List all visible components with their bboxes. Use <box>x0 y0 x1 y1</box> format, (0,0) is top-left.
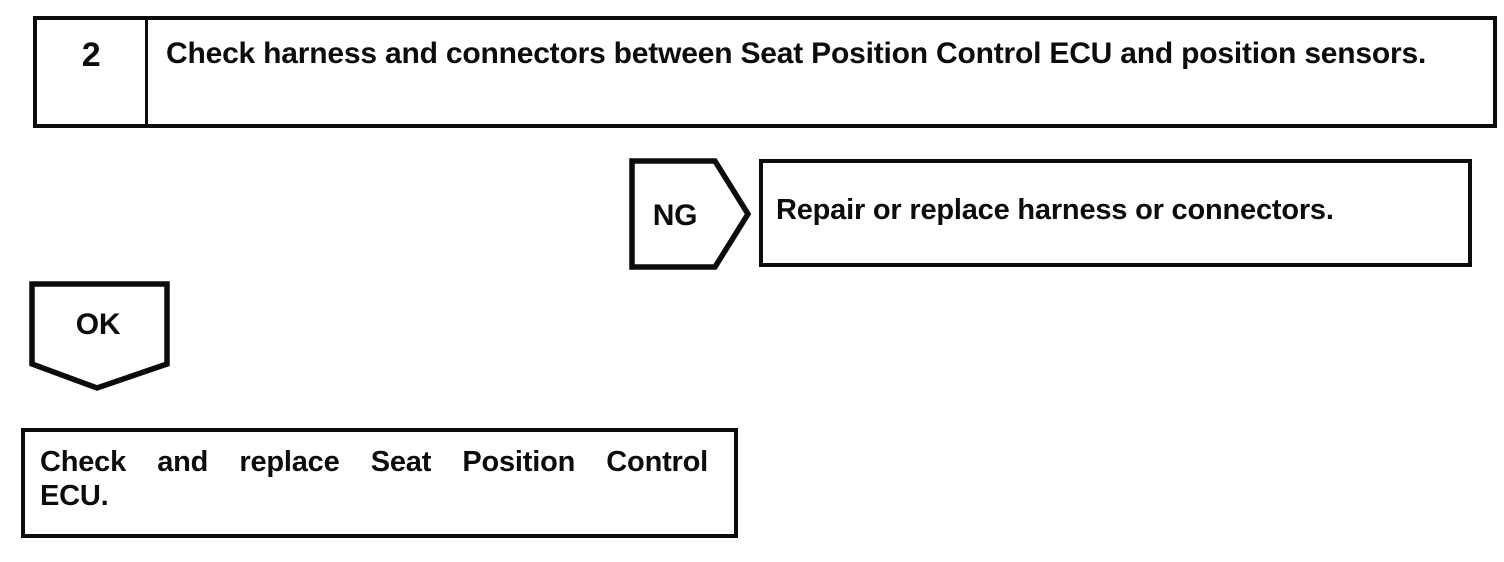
ok-label: OK <box>76 308 121 341</box>
step-box: 2 Check harness and connectors between S… <box>33 16 1497 128</box>
ok-action-box: Check and replace Seat Position Control … <box>21 428 738 538</box>
step-number: 2 <box>37 20 148 124</box>
ok-connector: OK <box>29 281 170 391</box>
ng-pentagon-shape <box>629 158 752 270</box>
ng-label: NG <box>653 199 697 232</box>
ng-connector: NG <box>629 158 752 270</box>
ok-action-text-line1: Check and replace Seat Position Control <box>40 446 708 478</box>
ng-action-box: Repair or replace harness or connectors. <box>759 159 1472 267</box>
step-instruction: Check harness and connectors between Sea… <box>166 37 1427 70</box>
step-number-text: 2 <box>81 36 101 74</box>
ok-pentagon-shape <box>29 281 170 391</box>
ng-action-text: Repair or replace harness or connectors. <box>776 193 1334 226</box>
ok-action-text-line2: ECU. <box>40 480 109 512</box>
